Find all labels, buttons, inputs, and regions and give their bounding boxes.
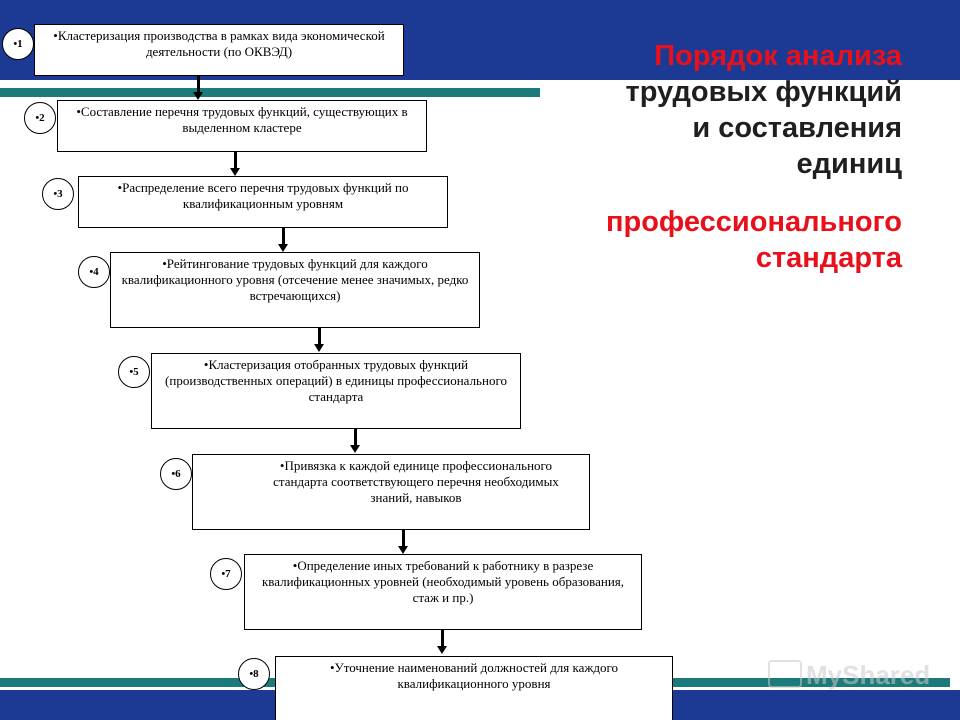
step-number-7: •7 — [210, 558, 242, 590]
arrow-2-3 — [230, 152, 240, 176]
step-text-1: •Кластеризация производства в рамках вид… — [53, 28, 385, 59]
step-box-3: •Распределение всего перечня трудовых фу… — [78, 176, 448, 228]
watermark: MyShared — [806, 660, 931, 690]
watermark-icon — [768, 660, 802, 688]
arrow-5-6 — [350, 429, 360, 453]
step-text-3: •Распределение всего перечня трудовых фу… — [117, 180, 409, 211]
arrow-6-7 — [398, 530, 408, 554]
step-text-2: •Составление перечня трудовых функций, с… — [76, 104, 408, 135]
top-band-gap — [0, 80, 960, 88]
step-text-5: •Кластеризация отобранных трудовых функц… — [165, 357, 507, 404]
step-text-7: •Определение иных требований к работнику… — [261, 558, 625, 605]
top-stripe — [0, 88, 950, 97]
slide-title: Порядок анализа трудовых функций и соста… — [482, 38, 902, 276]
title-line-3: и составления — [692, 112, 902, 144]
title-line-4: единиц — [796, 148, 902, 180]
step-number-4: •4 — [78, 256, 110, 288]
title-panel — [540, 80, 960, 240]
step-number-3: •3 — [42, 178, 74, 210]
step-box-5: •Кластеризация отобранных трудовых функц… — [151, 353, 521, 429]
title-line-2: трудовых функций — [625, 76, 902, 108]
step-number-8: •8 — [238, 658, 270, 690]
title-line-1: Порядок анализа — [654, 40, 902, 72]
arrow-4-5 — [314, 328, 324, 352]
step-box-7: •Определение иных требований к работнику… — [244, 554, 642, 630]
step-box-8: •Уточнение наименований должностей для к… — [275, 656, 673, 720]
step-text-6: •Привязка к каждой единице профессиональ… — [273, 458, 559, 505]
step-number-2: •2 — [24, 102, 56, 134]
step-box-6: •Привязка к каждой единице профессиональ… — [192, 454, 590, 530]
step-box-4: •Рейтингование трудовых функций для кажд… — [110, 252, 480, 328]
step-text-4: •Рейтингование трудовых функций для кажд… — [121, 256, 469, 303]
step-box-1: •Кластеризация производства в рамках вид… — [34, 24, 404, 76]
arrow-3-4 — [278, 228, 288, 252]
arrow-7-8 — [437, 630, 447, 654]
step-number-5: •5 — [118, 356, 150, 388]
step-number-1: •1 — [2, 28, 34, 60]
step-text-8: •Уточнение наименований должностей для к… — [329, 660, 619, 691]
step-number-6: •6 — [160, 458, 192, 490]
arrow-1-2 — [193, 76, 203, 100]
step-box-2: •Составление перечня трудовых функций, с… — [57, 100, 427, 152]
title-line-5: профессионального стандарта — [605, 206, 902, 274]
